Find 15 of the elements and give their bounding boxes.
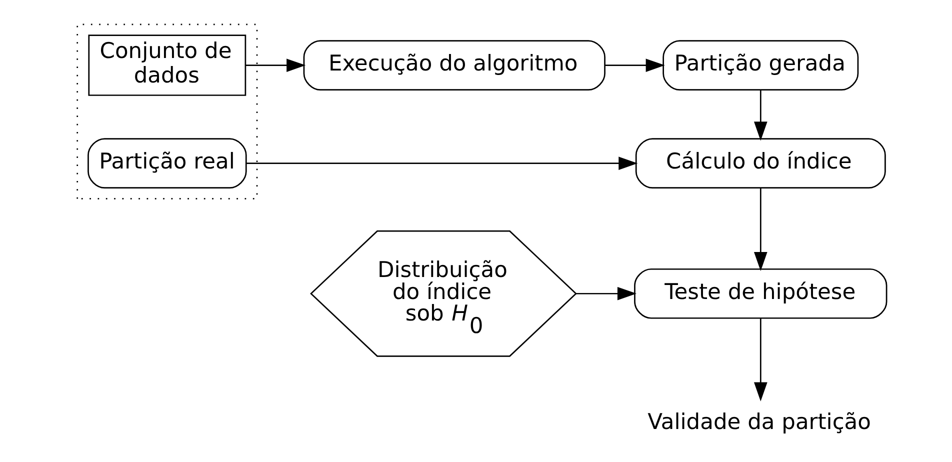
node-text: Validade da partição [647, 410, 870, 436]
arrow [753, 90, 767, 141]
node-box: Partição gerada [662, 40, 858, 90]
arrow [576, 286, 636, 300]
cluster [76, 24, 258, 200]
node-box: Cálculo do índice [634, 138, 886, 188]
node-box: Execução do algoritmo [302, 40, 605, 90]
node-box: Partição real [87, 138, 246, 188]
arrow [246, 156, 638, 170]
arrow [245, 58, 306, 72]
arrow [604, 58, 664, 72]
node-box: Conjunto de dados [88, 34, 246, 96]
arrow [753, 188, 767, 272]
node-box: Teste de hipótese [634, 268, 887, 319]
arrow [753, 318, 767, 402]
